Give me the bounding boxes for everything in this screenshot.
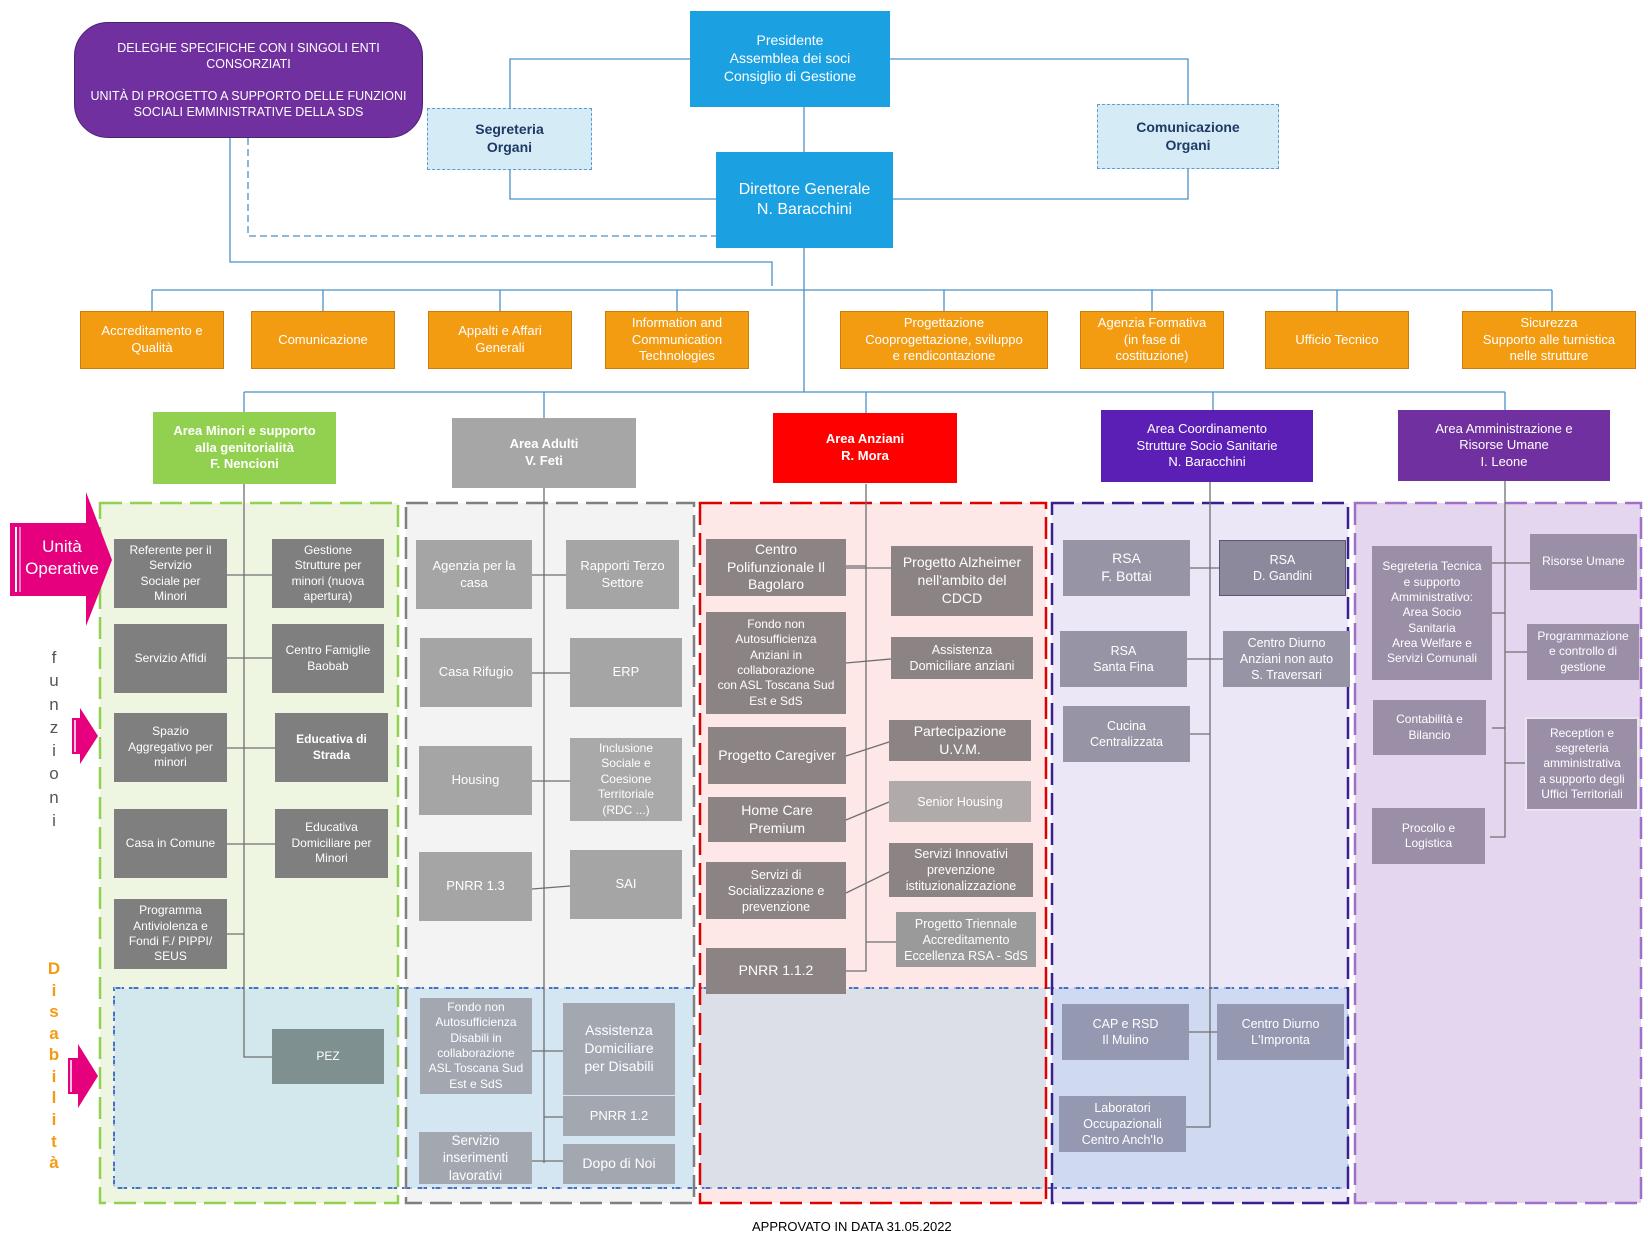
adulti-unit: Rapporti Terzo Settore: [566, 540, 679, 609]
adulti-unit: PNRR 1.2: [563, 1096, 675, 1136]
coord-frame: [1050, 501, 1350, 1205]
adulti-unit: Housing: [419, 746, 532, 815]
adulti-frame: [404, 501, 696, 1205]
minori-unit: Casa in Comune: [114, 809, 227, 878]
amm-unit: Contabilità e Bilancio: [1373, 700, 1486, 755]
amm-unit: Reception e segreteria amministrativa a …: [1525, 717, 1639, 811]
minori-unit: Gestione Strutture per minori (nuova ape…: [272, 539, 384, 608]
minori-unit: PEZ: [272, 1029, 384, 1084]
staff-ufficio-tecnico: Ufficio Tecnico: [1265, 311, 1409, 369]
minori-frame: [98, 501, 400, 1205]
area-minori-head: Area Minori e supporto alla genitorialit…: [153, 412, 336, 484]
anziani-unit: Assistenza Domiciliare anziani: [891, 637, 1033, 679]
coord-unit: RSA Santa Fina: [1060, 631, 1187, 687]
amm-unit: Procollo e Logistica: [1372, 808, 1485, 864]
area-anziani-head: Area Anziani R. Mora: [773, 413, 957, 483]
coord-unit: Centro Diurno Anziani non auto S. Traver…: [1223, 631, 1350, 687]
segreteria-organi-box: Segreteria Organi: [427, 108, 592, 170]
adulti-unit: Assistenza Domiciliare per Disabili: [563, 1003, 675, 1095]
minori-unit: Educativa di Strada: [275, 713, 388, 782]
area-adulti-head: Area Adulti V. Feti: [452, 418, 636, 488]
anziani-unit: Senior Housing: [889, 781, 1031, 822]
minori-unit: Centro Famiglie Baobab: [272, 624, 384, 693]
anziani-unit: Centro Polifunzionale Il Bagolaro: [706, 539, 846, 596]
anziani-unit: Servizi Innovativi prevenzione istituzio…: [889, 843, 1033, 897]
minori-unit: Servizio Affidi: [114, 624, 227, 693]
funzioni-label: f u n z i o n i: [49, 648, 59, 830]
staff-comunicazione: Comunicazione: [251, 311, 395, 369]
adulti-unit: SAI: [570, 850, 682, 919]
area-amministrazione-head: Area Amministrazione e Risorse Umane I. …: [1398, 410, 1610, 481]
disabilita-band-anziani: [700, 988, 1046, 1188]
staff-agenzia-formativa: Agenzia Formativa (in fase di costituzio…: [1080, 311, 1224, 369]
anziani-unit: Servizi di Socializzazione e prevenzione: [706, 862, 846, 919]
adulti-unit: Inclusione Sociale e Coesione Territoria…: [570, 738, 682, 821]
coord-unit: Cucina Centralizzata: [1063, 706, 1190, 762]
coord-unit: RSA F. Bottai: [1063, 540, 1190, 596]
anziani-frame: [698, 501, 1048, 1205]
minori-unit: Spazio Aggregativo per minori: [114, 713, 227, 782]
staff-ict: Information and Communication Technologi…: [605, 311, 749, 369]
amm-frame: [1353, 501, 1643, 1205]
adulti-unit: PNRR 1.3: [419, 852, 532, 921]
anziani-unit: Home Care Premium: [708, 797, 846, 842]
anziani-unit: Partecipazione U.V.M.: [889, 720, 1031, 761]
staff-accreditamento: Accreditamento e Qualità: [80, 311, 224, 369]
area-coordinamento-head: Area Coordinamento Strutture Socio Sanit…: [1101, 410, 1313, 482]
staff-progettazione: Progettazione Cooprogettazione, sviluppo…: [840, 311, 1048, 369]
adulti-unit: Dopo di Noi: [563, 1144, 675, 1184]
staff-appalti: Appalti e Affari Generali: [428, 311, 572, 369]
anziani-unit: Fondo non Autosufficienza Anziani in col…: [706, 612, 846, 714]
anziani-unit: Progetto Alzheimer nell'ambito del CDCD: [891, 546, 1033, 616]
funzioni-arrow: [72, 708, 98, 764]
minori-unit: Educativa Domiciliare per Minori: [275, 809, 388, 878]
coord-unit: Laboratori Occupazionali Centro Anch'Io: [1059, 1096, 1186, 1152]
approval-footer: APPROVATO IN DATA 31.05.2022: [752, 1219, 952, 1234]
minori-unit: Programma Antiviolenza e Fondi F./ PIPPI…: [114, 899, 227, 969]
minori-unit: Referente per il Servizio Sociale per Mi…: [114, 539, 227, 608]
adulti-unit: Casa Rifugio: [420, 638, 532, 707]
disabilita-arrow: [68, 1044, 98, 1108]
disabilita-label: D i s a b i l i t à: [47, 959, 61, 1173]
anziani-unit: PNRR 1.1.2: [706, 948, 846, 994]
deleghe-box: DELEGHE SPECIFICHE CON I SINGOLI ENTI CO…: [74, 22, 423, 138]
coord-unit: Centro Diurno L'Impronta: [1217, 1004, 1344, 1060]
unita-operative-arrow: [10, 492, 112, 626]
adulti-unit: Servizio inserimenti lavorativi: [419, 1132, 532, 1184]
presidente-box: Presidente Assemblea dei soci Consiglio …: [690, 11, 890, 107]
unita-operative-label: Unità Operative: [25, 537, 99, 579]
disabilita-band-minori: [114, 988, 398, 1188]
amm-unit: Programmazione e controllo di gestione: [1527, 624, 1639, 680]
adulti-unit: ERP: [570, 638, 682, 707]
amm-unit: Segreteria Tecnica e supporto Amministra…: [1372, 546, 1492, 680]
adulti-unit: Fondo non Autosufficienza Disabili in co…: [420, 998, 532, 1094]
comunicazione-organi-box: Comunicazione Organi: [1097, 104, 1279, 169]
direttore-generale-box: Direttore Generale N. Baracchini: [716, 152, 893, 248]
coord-unit: RSA D. Gandini: [1219, 540, 1346, 596]
anziani-unit: Progetto Caregiver: [708, 727, 846, 784]
coord-unit: CAP e RSD Il Mulino: [1062, 1004, 1189, 1060]
staff-sicurezza: Sicurezza Supporto alle turnistica nelle…: [1462, 311, 1636, 369]
adulti-unit: Agenzia per la casa: [416, 540, 532, 609]
amm-unit: Risorse Umane: [1530, 534, 1637, 590]
anziani-unit: Progetto Triennale Accreditamento Eccell…: [896, 912, 1036, 967]
